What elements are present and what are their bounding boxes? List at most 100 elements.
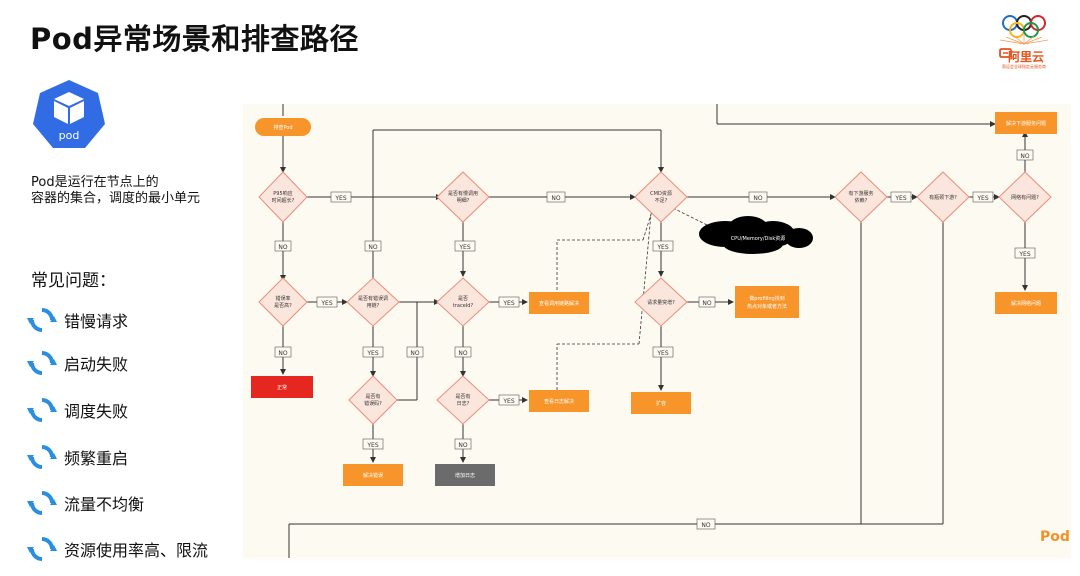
- node-label: 扩容: [656, 400, 666, 407]
- decision-text: 网络有问题?: [1011, 194, 1039, 201]
- resource-cloud: CPU/Memory/Disk资源: [699, 216, 813, 254]
- issue-label: 资源使用率高、限流: [64, 541, 209, 560]
- decision-text: 明细?: [457, 197, 470, 204]
- edge-label: YES: [334, 195, 346, 202]
- decision-text: 依赖?: [855, 197, 868, 204]
- decision-slow-trace: 是否有慢调用 明细?: [436, 171, 490, 223]
- profiling-node: [735, 286, 799, 318]
- issue-item: 流量不均衡: [26, 488, 144, 518]
- decision-error-code: 是否有 错误码?: [348, 375, 398, 425]
- decision-text: 用链?: [367, 302, 380, 309]
- edge-label: YES: [366, 350, 378, 357]
- page-title: Pod异常场景和排查路径: [30, 22, 359, 56]
- issue-item: 频繁重启: [26, 442, 128, 472]
- decision-text: traceId?: [453, 303, 474, 309]
- decision-text: CMD资源: [650, 190, 672, 197]
- flowchart: 排查Pod P95响应 时间超长? 错误率 是否高? 是否有错误调 用链? 是否…: [243, 104, 1071, 558]
- add-log-node: [435, 464, 495, 486]
- refresh-icon: [27, 351, 57, 375]
- decision-bottleneck: 有瓶颈下游?: [916, 171, 970, 223]
- refresh-icon: [27, 308, 57, 332]
- check-log-node: [529, 390, 589, 412]
- decision-text: 有瓶颈下游?: [929, 194, 957, 201]
- decision-text: 是否有: [455, 393, 470, 400]
- edge-label: YES: [502, 300, 514, 307]
- node-label: 查看调用链路解决: [539, 300, 579, 307]
- fix-downstream-node: [995, 112, 1057, 134]
- issue-label: 流量不均衡: [64, 495, 145, 514]
- issue-item: 错慢请求: [26, 305, 128, 335]
- edge-label: YES: [976, 195, 988, 202]
- edge-label: NO: [1020, 153, 1029, 160]
- check-trace-node: [529, 292, 589, 314]
- decision-text: 是否高?: [274, 302, 292, 309]
- olympic-rings-logo: [999, 15, 1049, 58]
- start-label: 排查Pod: [273, 124, 292, 131]
- issue-item: 资源使用率高、限流: [26, 534, 208, 564]
- decision-text: 不足?: [655, 198, 668, 204]
- issues-title: 常见问题：: [31, 271, 116, 291]
- decision-text: 日志?: [457, 400, 470, 407]
- start-node: [255, 118, 311, 136]
- scale-node: [631, 392, 691, 414]
- decision-text: 错误码?: [364, 400, 382, 407]
- issue-label: 错慢请求: [64, 312, 129, 331]
- decision-text: 有下游服务: [848, 190, 873, 197]
- issue-label: 调度失败: [64, 402, 129, 421]
- issue-label: 频繁重启: [64, 449, 129, 468]
- edge-labels: YES NO NO YES YES NO NO YES YES YES YES …: [278, 153, 1030, 529]
- decision-text: 错误率: [275, 295, 290, 302]
- edge-label: NO: [458, 442, 467, 449]
- decision-error-rate: 错误率 是否高?: [258, 277, 308, 327]
- decision-downstream: 有下游服务 依赖?: [834, 171, 888, 223]
- edge-label: NO: [753, 195, 762, 202]
- pod-corner-label: Pod: [1040, 529, 1070, 545]
- brand-name: 阿里云: [1008, 50, 1045, 64]
- edge-label: NO: [458, 350, 467, 357]
- decision-text: 时间超长?: [272, 197, 295, 204]
- edge-label: NO: [551, 195, 560, 202]
- cube-icon: [33, 80, 105, 148]
- node-label: 解决错误: [363, 472, 383, 479]
- node-label: 热点对象或者方法: [747, 303, 787, 310]
- edge-label: YES: [1018, 251, 1030, 258]
- description-line-2: 容器的集合，调度的最小单元: [31, 191, 201, 206]
- edge-label: YES: [366, 442, 378, 449]
- decision-p95: P95响应 时间超长?: [258, 171, 308, 223]
- edge-label: NO: [278, 244, 287, 251]
- decision-log: 是否有 日志?: [436, 375, 490, 425]
- pod-label: pod: [58, 129, 80, 142]
- cloud-label: CPU/Memory/Disk资源: [731, 235, 786, 242]
- pod-description: Pod是运行在节点上的 容器的集合，调度的最小单元: [31, 175, 200, 207]
- decision-cpu: CMD资源 不足?: [634, 171, 688, 223]
- edge-label: YES: [458, 244, 470, 251]
- issue-item: 调度失败: [26, 395, 128, 425]
- node-label: 做profiling找到: [749, 295, 784, 302]
- decision-text: 请求量突增?: [647, 299, 675, 306]
- edge-label: YES: [656, 244, 668, 251]
- node-label: 查看日志解决: [544, 398, 574, 405]
- edge-label: NO: [368, 244, 377, 251]
- edge-label: NO: [701, 522, 710, 529]
- decision-burst: 请求量突增?: [634, 277, 688, 327]
- issue-label: 启动失败: [64, 355, 129, 374]
- decision-traceid: 是否 traceId?: [436, 277, 490, 327]
- issue-item: 启动失败: [26, 348, 128, 378]
- edge-label: YES: [656, 350, 668, 357]
- edge-label: NO: [410, 350, 419, 357]
- edge-label: YES: [894, 195, 906, 202]
- edge-label: NO: [702, 300, 711, 307]
- fix-error-node: [343, 464, 403, 486]
- node-label: 解决网络问题: [1011, 300, 1041, 307]
- decision-text: 是否: [458, 296, 468, 302]
- decision-text: 是否有: [365, 393, 380, 400]
- normal-node: [251, 376, 313, 398]
- refresh-icon: [27, 445, 57, 469]
- refresh-icon: [27, 491, 57, 515]
- description-line-1: Pod是运行在节点上的: [31, 175, 159, 190]
- decision-text: P95响应: [273, 190, 292, 197]
- decision-network: 网络有问题?: [998, 171, 1052, 223]
- edge-label: YES: [502, 398, 514, 405]
- decision-text: 是否有慢调用: [448, 190, 478, 197]
- node-label: 增加日志: [455, 472, 475, 479]
